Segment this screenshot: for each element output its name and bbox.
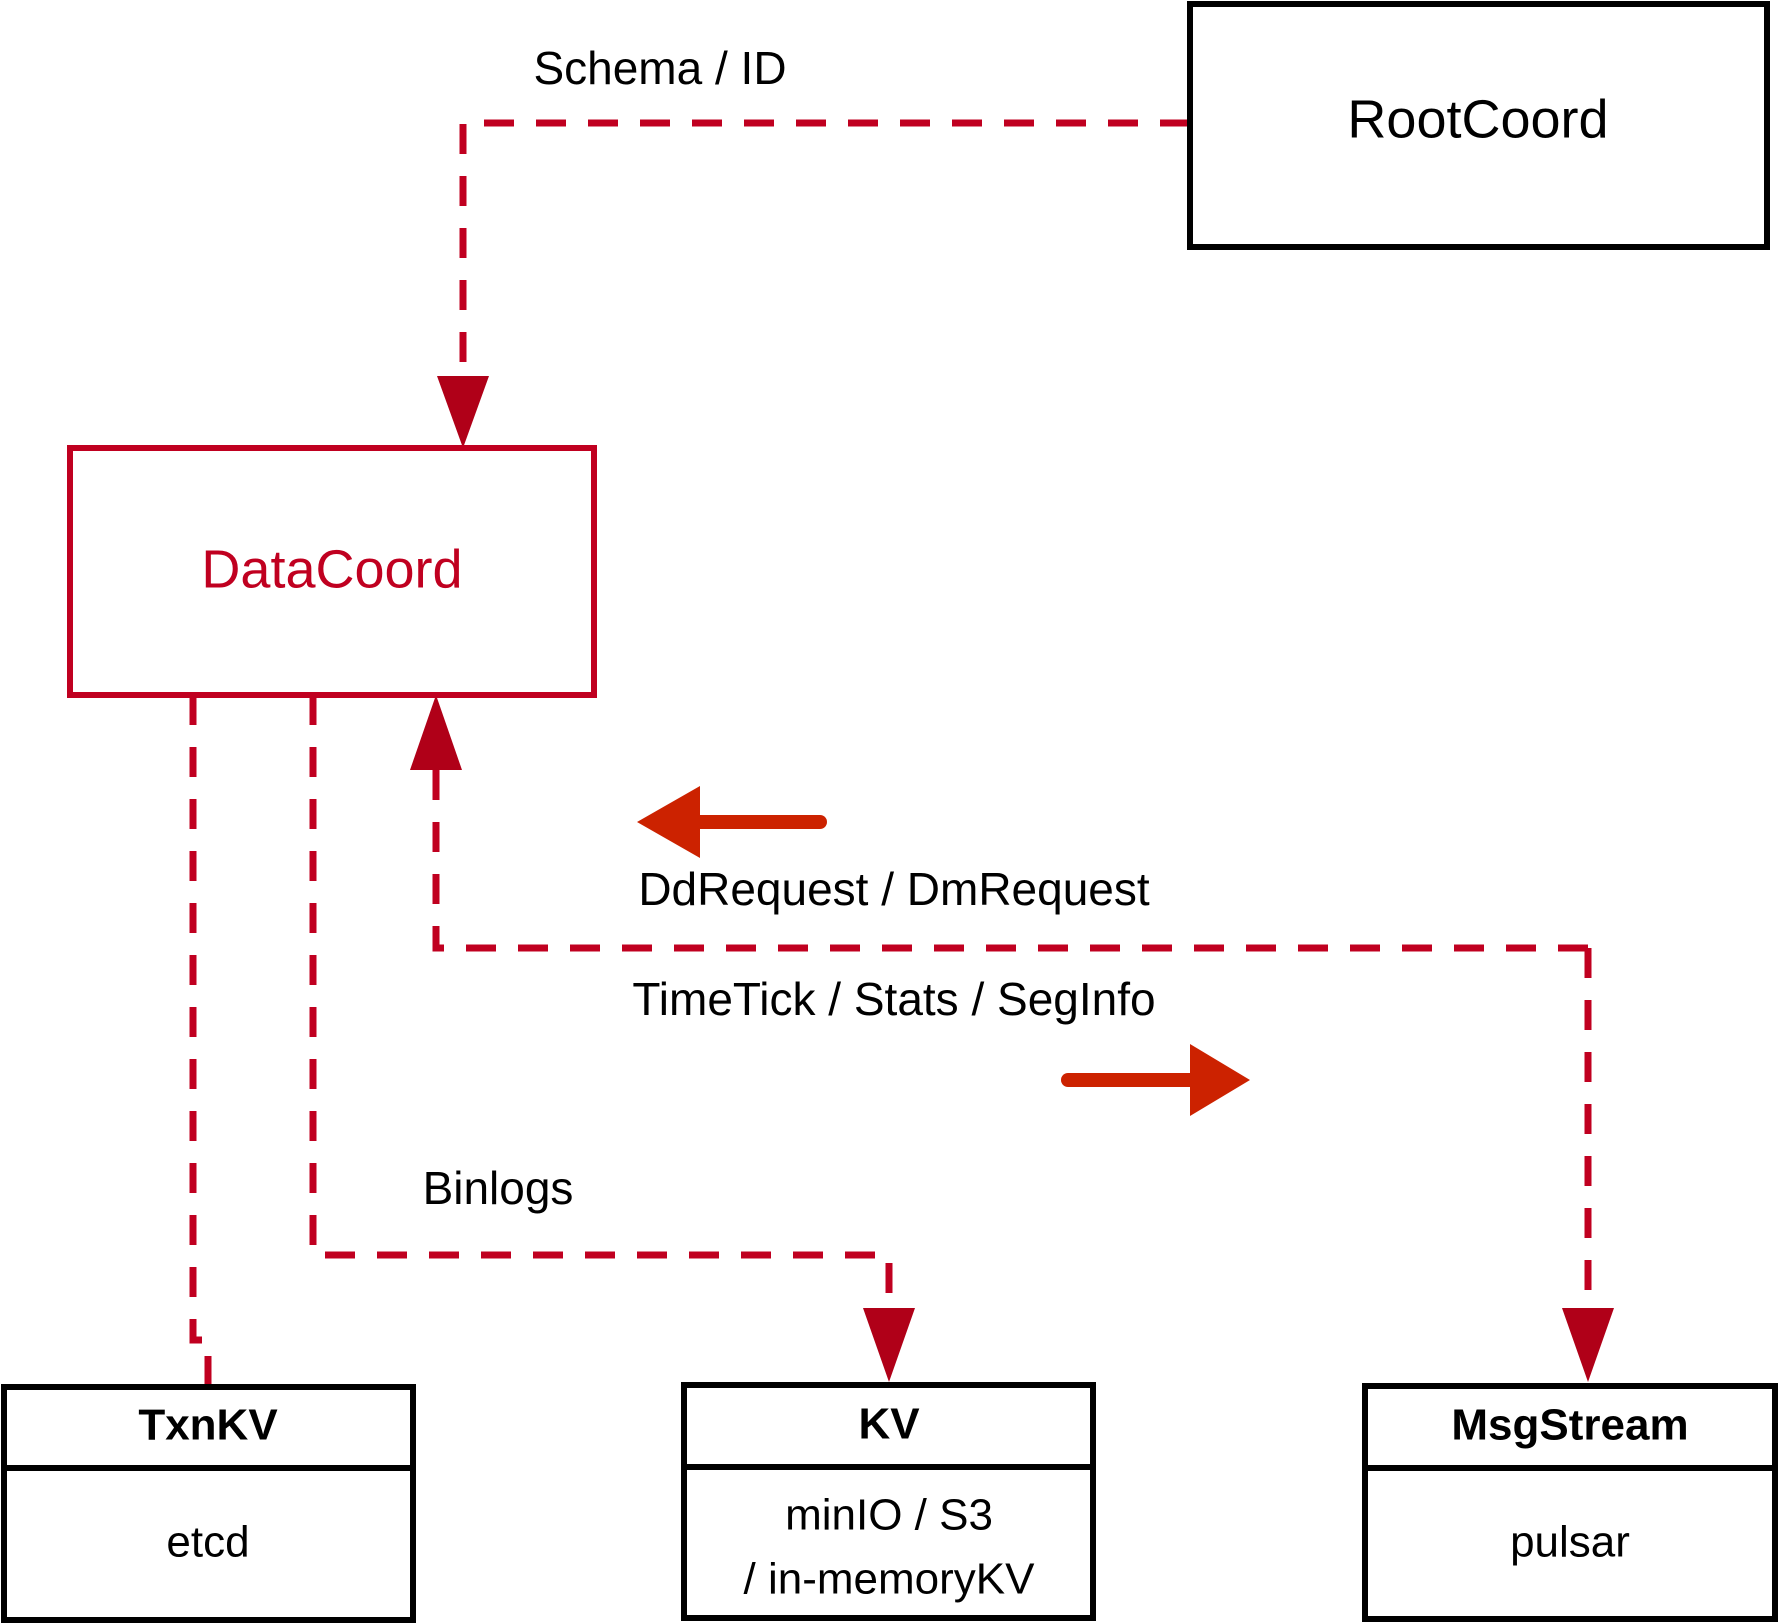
node-kv-sublabel-line1: minIO / S3 — [785, 1491, 993, 1540]
node-rootcoord-label: RootCoord — [1347, 89, 1608, 149]
edge-binlogs — [309, 695, 915, 1382]
direction-arrow-left — [637, 786, 827, 858]
edge-dd-dm-request — [410, 695, 1588, 952]
node-msgstream-sublabel: pulsar — [1510, 1518, 1630, 1567]
edge-binlogs-path — [309, 695, 893, 1308]
node-kv-label: KV — [858, 1400, 920, 1449]
node-kv-box[interactable] — [681, 1382, 1096, 1621]
direction-arrow-right-head — [1190, 1044, 1250, 1116]
node-kv[interactable]: KV minIO / S3 / in-memoryKV — [681, 1382, 1096, 1621]
edge-timetick-stats-seginfo — [1562, 948, 1614, 1382]
direction-arrow-left-head — [637, 786, 700, 858]
edge-txnkv-path — [189, 695, 212, 1387]
direction-arrow-right — [1061, 1044, 1250, 1116]
edge-schema-id-path — [459, 119, 1190, 372]
node-datacoord[interactable]: DataCoord — [67, 445, 597, 698]
edge-dd-dm-request-arrowhead — [410, 695, 462, 770]
edge-label-binlogs: Binlogs — [423, 1162, 574, 1214]
node-msgstream-box[interactable] — [1362, 1383, 1778, 1622]
node-txnkv[interactable]: TxnKV etcd — [1, 1384, 416, 1623]
edge-timetick-arrowhead — [1562, 1308, 1614, 1382]
edge-label-dd-dm-request: DdRequest / DmRequest — [638, 863, 1150, 915]
edge-txnkv-link — [189, 695, 212, 1387]
node-txnkv-box[interactable] — [1, 1384, 416, 1623]
edge-schema-id — [437, 119, 1190, 448]
edge-binlogs-arrowhead — [863, 1308, 915, 1382]
node-rootcoord-box[interactable] — [1187, 1, 1770, 250]
edge-dd-dm-request-path — [432, 770, 1588, 952]
node-datacoord-label: DataCoord — [201, 539, 462, 599]
node-msgstream[interactable]: MsgStream pulsar — [1362, 1383, 1778, 1622]
node-txnkv-label: TxnKV — [138, 1401, 278, 1450]
node-kv-sublabel-line2: / in-memoryKV — [744, 1555, 1036, 1604]
edge-label-schema-id: Schema / ID — [533, 42, 786, 94]
edge-schema-id-arrowhead — [437, 376, 489, 448]
edge-label-timetick-stats-seginfo: TimeTick / Stats / SegInfo — [632, 973, 1155, 1025]
node-rootcoord[interactable]: RootCoord — [1187, 1, 1770, 250]
node-datacoord-box[interactable] — [67, 445, 597, 698]
node-txnkv-sublabel: etcd — [166, 1518, 249, 1567]
node-msgstream-label: MsgStream — [1451, 1401, 1688, 1450]
